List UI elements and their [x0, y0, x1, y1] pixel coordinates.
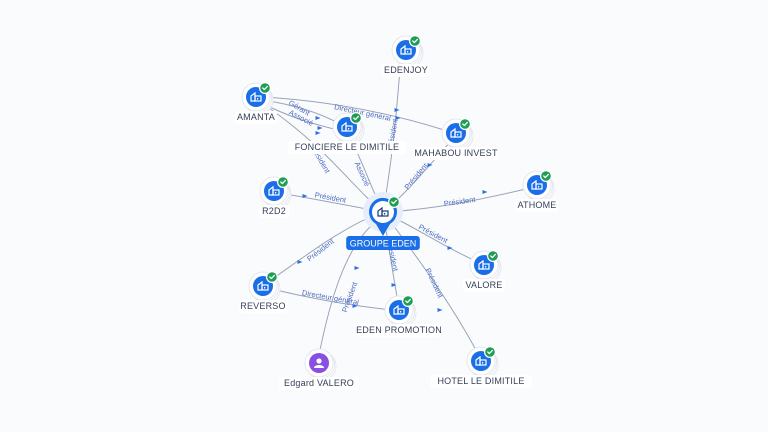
node-label: MAHABOU INVEST [414, 148, 498, 158]
node-label: Edgard VALERO [284, 378, 354, 388]
graph-node-mahabou[interactable]: MAHABOU INVEST [413, 118, 499, 160]
verified-check-icon [277, 176, 289, 188]
edge-arrow-icon [395, 116, 401, 120]
building-icon [450, 127, 462, 138]
center-node[interactable]: GROUPE EDEN [346, 192, 420, 250]
graph-node-hotel[interactable]: HOTEL LE DIMITILE [430, 346, 532, 388]
edge-label: Président [423, 267, 445, 300]
verified-check-icon [409, 35, 421, 47]
verified-check-icon [487, 250, 499, 262]
edge-arrow-icon [437, 308, 443, 312]
edge-label: Président [443, 195, 477, 208]
graph-node-fonciere[interactable]: FONCIERE LE DIMITILE [288, 112, 406, 154]
building-icon [478, 259, 490, 270]
edge-arrow-icon [315, 116, 321, 120]
node-label: FONCIERE LE DIMITILE [295, 142, 400, 152]
verified-check-icon [388, 196, 400, 208]
graph-node-edenpromo[interactable]: EDEN PROMOTION [356, 295, 442, 337]
verified-check-icon [350, 112, 362, 124]
edge-arrow-icon [315, 131, 321, 135]
graph-node-athome[interactable]: ATHOME [515, 170, 559, 212]
node-label-bg [515, 199, 559, 212]
node-label-bg [258, 205, 290, 218]
node-label: EDENJOY [384, 65, 428, 75]
node-label-bg [430, 375, 532, 388]
building-icon [531, 179, 543, 190]
graph-node-amanta[interactable]: AMANTA [234, 82, 278, 124]
edge-arrow-icon [297, 260, 303, 264]
verified-check-icon [540, 170, 552, 182]
nodes-layer: EDENJOY AMANTA FONCIERE LE DIMITILE MAHABOU… [234, 35, 559, 390]
node-label-bg [288, 141, 406, 154]
edge-label: Associé [353, 160, 372, 188]
node-label: HOTEL LE DIMITILE [437, 376, 524, 386]
building-icon [400, 44, 412, 55]
edge-arrow-icon [302, 194, 308, 198]
graph-node-edenjoy[interactable]: EDENJOY [382, 35, 430, 77]
edge-arrow-icon [317, 126, 323, 130]
verified-check-icon [259, 82, 271, 94]
building-icon [393, 304, 405, 315]
graph-node-edgard[interactable]: Edgard VALERO [278, 348, 360, 390]
node-label: ATHOME [517, 200, 556, 210]
center-node-label: GROUPE EDEN [350, 239, 417, 249]
graph-node-valore[interactable]: VALORE [462, 250, 506, 292]
node-label-bg [234, 111, 278, 124]
verified-check-icon [402, 295, 414, 307]
building-icon [475, 355, 487, 366]
node-label-bg [462, 279, 506, 292]
verified-check-icon [484, 346, 496, 358]
edge-label: Président [417, 222, 450, 245]
building-icon [341, 121, 353, 132]
center-label-bg [346, 236, 420, 250]
edge[interactable]: Président [382, 67, 401, 213]
graph-node-reverso[interactable]: REVERSO [239, 271, 287, 313]
node-label-bg [413, 147, 499, 160]
edge-arrow-icon [482, 190, 488, 194]
building-icon [268, 185, 280, 196]
building-icon [250, 91, 262, 102]
node-label: VALORE [465, 280, 502, 290]
edge-arrow-icon [427, 163, 433, 167]
person-icon [314, 358, 324, 368]
node-label-bg [278, 377, 360, 390]
edge-label: Président [305, 236, 336, 263]
edge-label: Président [402, 161, 430, 192]
node-label: REVERSO [240, 301, 285, 311]
edge-arrow-icon [352, 304, 358, 308]
edge-arrow-icon [447, 246, 453, 250]
edge-arrow-icon [391, 283, 397, 287]
edge-line [261, 96, 451, 133]
graph-node-r2d2[interactable]: R2D2 [258, 176, 292, 218]
building-icon [257, 280, 269, 291]
edge-arrow-icon [354, 266, 360, 270]
node-label: EDEN PROMOTION [356, 325, 442, 335]
edge-line [382, 211, 479, 355]
verified-check-icon [266, 271, 278, 283]
node-label-bg [356, 324, 442, 337]
edge-arrow-icon [394, 108, 400, 112]
edge-line [318, 224, 373, 356]
verified-check-icon [459, 118, 471, 130]
building-icon [377, 206, 389, 217]
node-label: AMANTA [237, 112, 275, 122]
node-label-bg [239, 300, 287, 313]
node-label: R2D2 [262, 206, 286, 216]
node-label-bg [382, 64, 430, 77]
